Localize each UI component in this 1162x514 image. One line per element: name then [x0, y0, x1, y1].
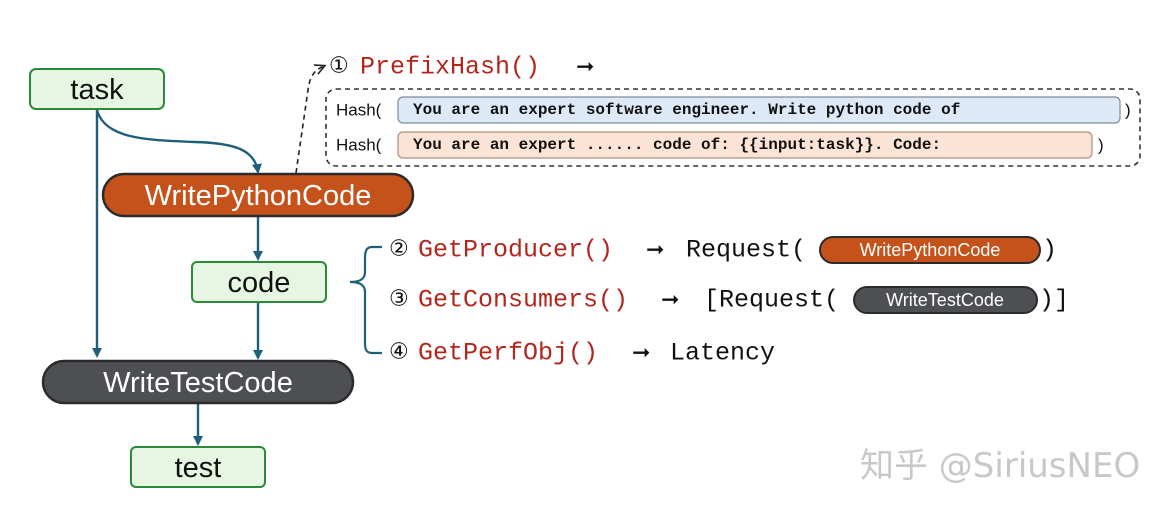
hash-row-2-label: Hash(: [336, 136, 382, 155]
prefixhash-header: ① PrefixHash() ➞: [329, 53, 594, 82]
getperfobj-arrow: ➞: [632, 341, 650, 366]
getperfobj-call: GetPerfObj(): [418, 339, 598, 368]
marker-4: ④: [389, 340, 409, 365]
watermark: 知乎 @SiriusNEO: [860, 446, 1140, 486]
prefixhash-arrow: ➞: [576, 55, 594, 80]
node-code: code: [191, 261, 327, 303]
node-writetestcode: WriteTestCode: [41, 359, 355, 405]
hash-row-2-close: ): [1098, 136, 1104, 155]
getconsumers-pill: [853, 286, 1038, 314]
hash-row-1-prompt-box: [397, 96, 1121, 124]
marker-2: ②: [389, 237, 409, 262]
getproducer-close: ): [1042, 236, 1057, 265]
getproducer-pill: [819, 236, 1041, 264]
api-row-getperfobj: ④ GetPerfObj() ➞ Latency: [389, 339, 775, 368]
api-row-getconsumers: ③ GetConsumers() ➞ [Request( WriteTestCo…: [389, 286, 1069, 315]
prefixhash-call: PrefixHash(): [360, 53, 540, 82]
hash-row-1-prompt: You are an expert software engineer. Wri…: [413, 101, 960, 119]
node-task: task: [29, 68, 165, 110]
hash-row-1: Hash( You are an expert software enginee…: [336, 96, 1131, 124]
hash-box: [325, 88, 1141, 167]
api-row-getproducer: ② GetProducer() ➞ Request( WritePythonCo…: [389, 236, 1057, 265]
hash-row-2-prompt-box: [397, 131, 1093, 159]
edge-task-to-writepythoncode: [95, 109, 262, 174]
getconsumers-arrow: ➞: [661, 288, 679, 313]
dashed-link-prefixhash: [295, 66, 324, 174]
hash-row-1-close: ): [1125, 101, 1131, 120]
getproducer-result: Request(: [686, 236, 806, 265]
getconsumers-close: )]: [1039, 286, 1069, 315]
node-writetestcode-label: WriteTestCode: [103, 367, 293, 399]
edges: [92, 109, 263, 446]
marker-3: ③: [389, 287, 409, 312]
getconsumers-pill-label: WriteTestCode: [886, 290, 1004, 310]
hash-row-2-prompt: You are an expert ...... code of: {{inpu…: [413, 136, 941, 154]
getproducer-arrow: ➞: [646, 238, 664, 263]
api-bracket: [349, 245, 382, 355]
getproducer-pill-label: WritePythonCode: [860, 240, 1001, 260]
node-writepythoncode-label: WritePythonCode: [145, 180, 372, 212]
hash-row-1-label: Hash(: [336, 101, 382, 120]
node-code-label: code: [228, 267, 291, 299]
hash-row-2: Hash( You are an expert ...... code of: …: [336, 131, 1104, 159]
getproducer-call: GetProducer(): [418, 236, 613, 265]
node-test-label: test: [175, 452, 222, 484]
marker-1: ①: [329, 54, 349, 79]
getconsumers-result: [Request(: [704, 286, 839, 315]
node-task-label: task: [70, 74, 124, 106]
getperfobj-result: Latency: [670, 339, 775, 368]
node-test: test: [130, 446, 266, 488]
node-writepythoncode: WritePythonCode: [101, 172, 415, 218]
getconsumers-call: GetConsumers(): [418, 286, 628, 315]
